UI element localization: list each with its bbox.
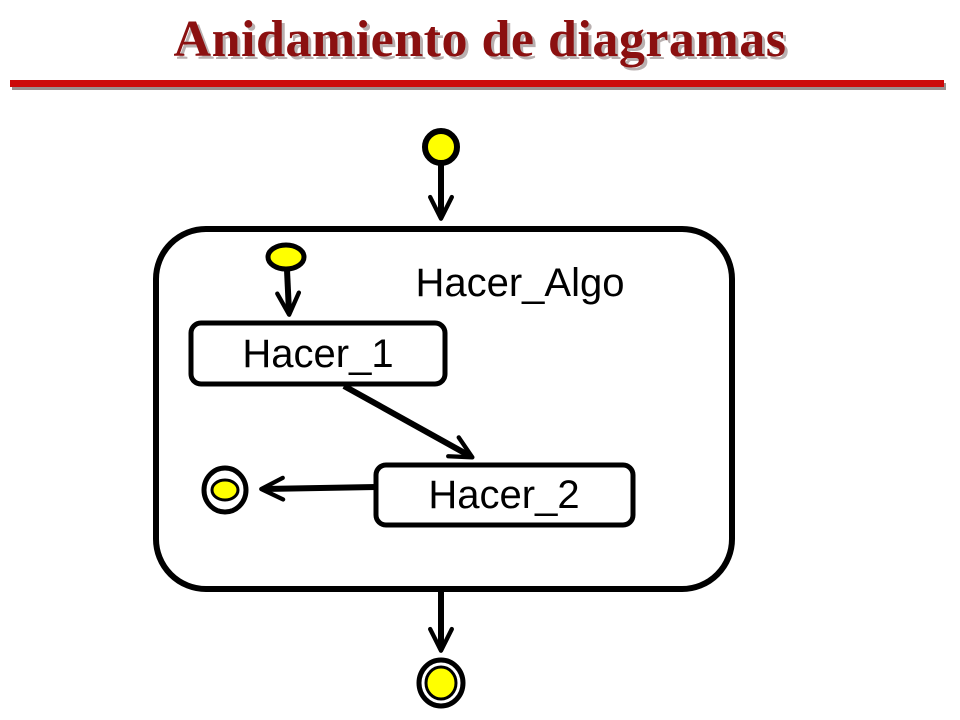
inner-final-node: [201, 465, 249, 515]
flow-hacer-1-to-hacer-2: [342, 383, 475, 460]
title-underline: [10, 80, 944, 87]
inner-initial-node: [265, 242, 307, 272]
flow-to-hacer-1: [275, 269, 302, 317]
action-hacer-2: [373, 462, 636, 528]
slide-title: Anidamiento de diagramas: [173, 11, 787, 68]
flow-hacer-2-to-inner-final: [259, 475, 377, 502]
action-hacer-2-label: Hacer_2: [428, 473, 579, 517]
action-hacer-1-label: Hacer_1: [242, 332, 393, 376]
outer-initial-node: [422, 128, 460, 166]
outer-final-node: [416, 657, 466, 709]
composite-activity-label: Hacer_Algo: [415, 261, 624, 305]
action-hacer-1: [188, 320, 448, 387]
